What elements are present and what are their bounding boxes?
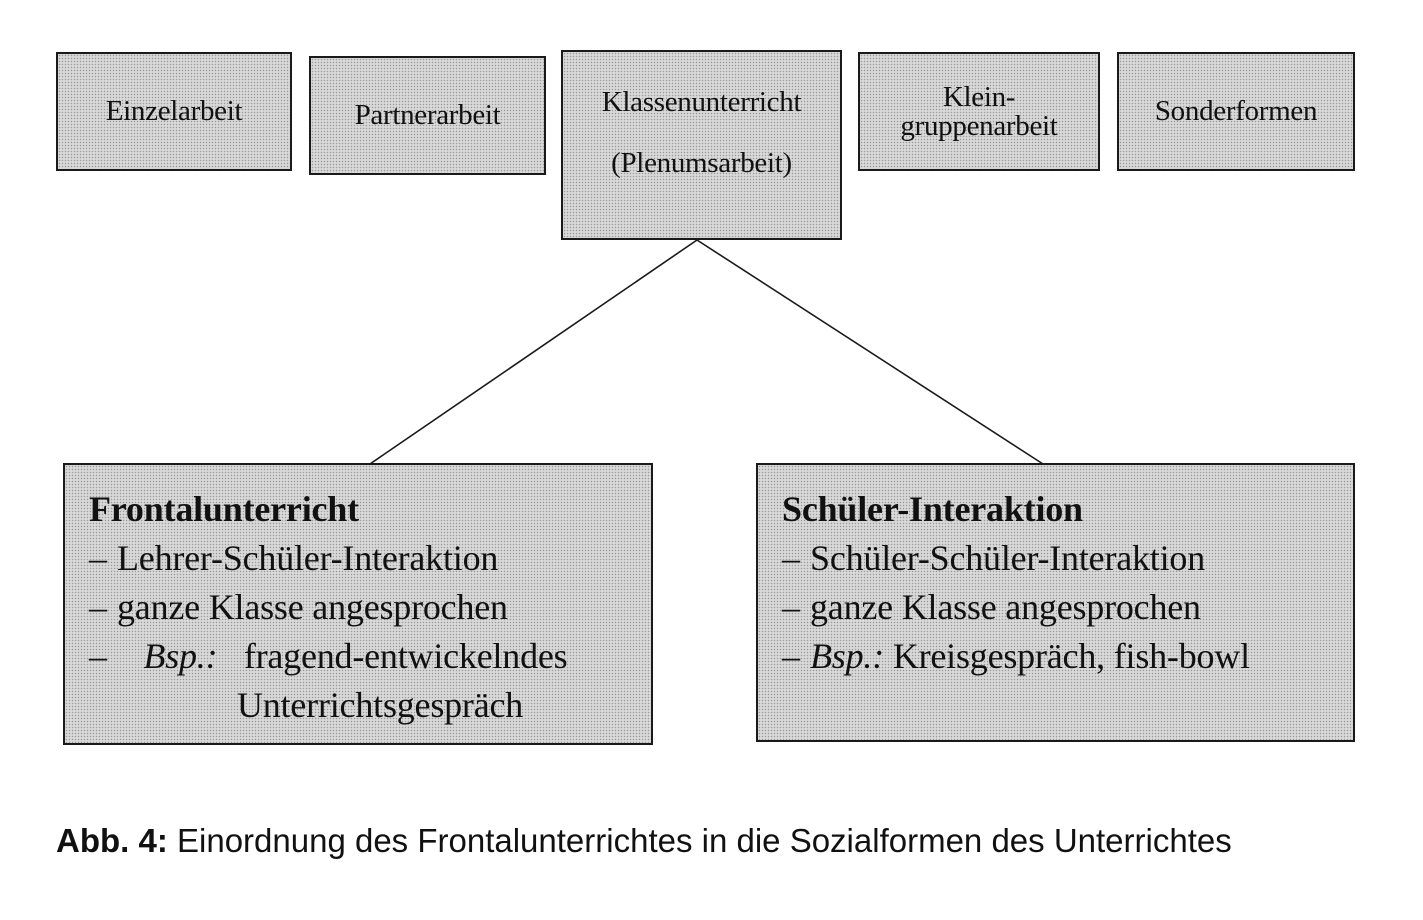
figure-caption: Abb. 4: Einordnung des Frontalunterricht… (56, 822, 1232, 860)
caption-label: Abb. 4: (56, 822, 168, 859)
frontal-example-continued: Unterrichtsgespräch (89, 681, 651, 730)
schueler-example-text: Kreisgespräch, fish-bowl (892, 636, 1250, 676)
label-einzelarbeit: Einzelarbeit (105, 95, 243, 127)
label-gruppenarbeit: gruppenarbeit (900, 109, 1058, 142)
caption-text: Einordnung des Frontalunterrichtes in di… (177, 822, 1232, 859)
frontal-example-line2: Unterrichtsgespräch (237, 685, 524, 725)
frontal-heading: Frontalunterricht (89, 489, 359, 529)
label-sonderformen: Sonderformen (1154, 95, 1318, 127)
frontal-item-1: –Lehrer-Schüler-Interaktion (89, 534, 651, 583)
frontal-example-label: Bsp.: (143, 636, 218, 676)
schueler-item-1: –Schüler-Schüler-Interaktion (782, 534, 1353, 583)
box-schueler-interaktion: Schüler-Interaktion –Schüler-Schüler-Int… (756, 463, 1355, 742)
label-partnerarbeit: Partnerarbeit (354, 99, 501, 131)
box-sonderformen: Sonderformen (1117, 52, 1355, 171)
schueler-heading: Schüler-Interaktion (782, 489, 1083, 529)
box-kleingruppenarbeit: Klein- gruppenarbeit (858, 52, 1100, 171)
dash-marker: – (782, 538, 800, 578)
schueler-example-label: Bsp.: (810, 636, 884, 676)
dash-marker: – (89, 538, 107, 578)
dash-marker: – (782, 587, 800, 627)
frontal-item-2-text: ganze Klasse angesprochen (117, 587, 508, 627)
box-einzelarbeit: Einzelarbeit (56, 52, 292, 171)
box-partnerarbeit: Partnerarbeit (309, 56, 546, 175)
label-plenumsarbeit: (Plenumsarbeit) (611, 147, 792, 179)
connector-to-frontalunterricht (369, 239, 698, 465)
label-klein: Klein- (942, 80, 1016, 113)
label-klassenunterricht: Klassenunterricht (601, 86, 802, 118)
schueler-item-2: –ganze Klasse angesprochen (782, 583, 1353, 632)
frontal-example: – Bsp.: fragend-entwickelndes (89, 632, 651, 681)
frontal-item-1-text: Lehrer-Schüler-Interaktion (117, 538, 499, 578)
schueler-item-1-text: Schüler-Schüler-Interaktion (810, 538, 1206, 578)
schueler-item-2-text: ganze Klasse angesprochen (810, 587, 1201, 627)
schueler-example: –Bsp.: Kreisgespräch, fish-bowl (782, 632, 1353, 681)
frontal-item-2: –ganze Klasse angesprochen (89, 583, 651, 632)
frontal-example-line1: fragend-entwickelndes (243, 636, 568, 676)
connector-to-schueler-interaktion (696, 239, 1044, 465)
box-frontalunterricht: Frontalunterricht –Lehrer-Schüler-Intera… (63, 463, 653, 745)
box-klassenunterricht: Klassenunterricht (Plenumsarbeit) (561, 50, 842, 240)
dash-marker: – (89, 636, 107, 676)
dash-marker: – (89, 587, 107, 627)
dash-marker: – (782, 636, 800, 676)
